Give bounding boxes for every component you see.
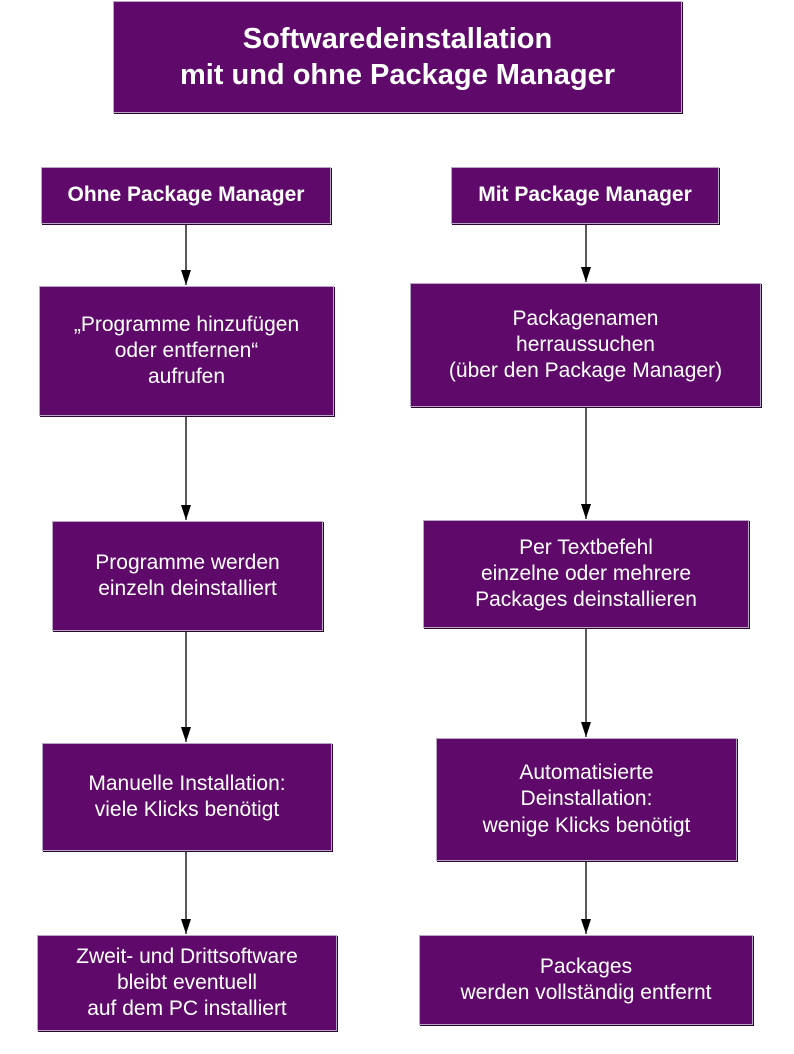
right-step-2: Per Textbefehl einzelne oder mehrere Pac…	[423, 520, 749, 628]
right-step-3: Automatisierte Deinstallation: wenige Kl…	[436, 738, 737, 861]
heading-without-package-manager: Ohne Package Manager	[41, 167, 331, 224]
arrowhead-left-3	[181, 727, 191, 742]
arrowhead-left-1	[181, 270, 191, 285]
diagram-title: Softwaredeinstallation mit und ohne Pack…	[113, 1, 682, 113]
arrowhead-left-4	[181, 919, 191, 934]
left-step-2: Programme werden einzeln deinstalliert	[52, 521, 323, 631]
heading-with-package-manager: Mit Package Manager	[451, 167, 719, 224]
arrowhead-left-2	[181, 505, 191, 520]
right-step-4: Packages werden vollständig entfernt	[419, 935, 753, 1025]
arrowhead-right-3	[581, 722, 591, 737]
arrowhead-right-2	[581, 504, 591, 519]
left-step-1: „Programme hinzufügen oder entfernen“ au…	[39, 286, 334, 416]
arrowhead-right-1	[581, 267, 591, 282]
arrowhead-right-4	[581, 919, 591, 934]
right-step-1: Packagenamen herraussuchen (über den Pac…	[410, 283, 761, 407]
left-step-4: Zweit- und Drittsoftware bleibt eventuel…	[37, 935, 337, 1031]
left-step-3: Manuelle Installation: viele Klicks benö…	[42, 743, 332, 851]
